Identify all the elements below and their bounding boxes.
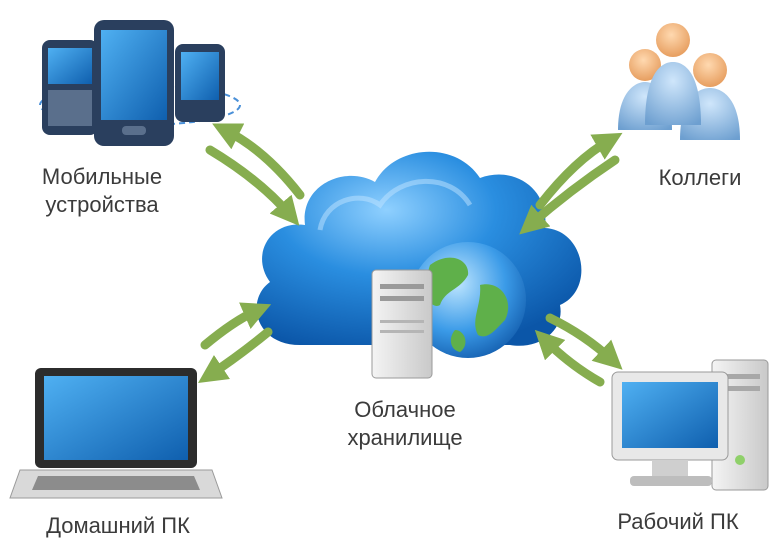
mobile-devices-label: Мобильные устройства <box>22 163 182 219</box>
globe-icon <box>410 242 526 358</box>
sync-arrow-mobile <box>205 145 300 226</box>
mobile-devices-icon <box>39 20 241 146</box>
sync-arrow-colleagues-return <box>519 155 620 235</box>
home-pc-label: Домашний ПК <box>46 513 190 538</box>
sync-arrow-work <box>545 313 623 370</box>
colleagues-label: Коллеги <box>658 165 742 190</box>
colleagues-icon <box>618 23 740 140</box>
sync-arrow-work-return <box>534 329 605 387</box>
laptop-icon <box>9 368 223 499</box>
arrows <box>198 123 623 387</box>
mobile-devices-label-line2: устройства <box>45 192 159 217</box>
sync-arrow-colleagues <box>535 132 623 210</box>
cloud-storage-label-line1: Облачное <box>354 397 456 422</box>
sync-arrow-home <box>200 302 272 350</box>
server-icon <box>371 269 433 379</box>
sync-arrow-home-return <box>198 327 273 383</box>
cloud-storage-label-line2: хранилище <box>347 425 463 450</box>
sync-arrow-mobile-return <box>212 123 305 200</box>
cloud-storage-label: Облачное хранилище <box>320 396 490 452</box>
work-pc-label: Рабочий ПК <box>617 509 739 534</box>
mobile-devices-label-line1: Мобильные <box>41 164 163 189</box>
desktop-pc-icon <box>611 359 769 491</box>
